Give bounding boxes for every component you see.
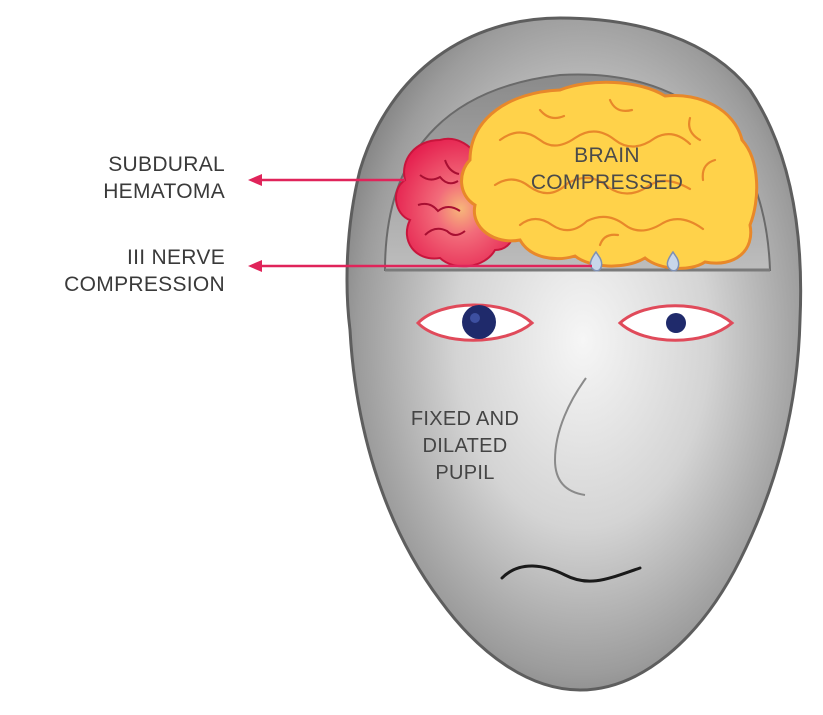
label-line: COMPRESSED bbox=[512, 169, 702, 196]
label-fixed-dilated-pupil: FIXED AND DILATED PUPIL bbox=[380, 406, 550, 487]
label-subdural-hematoma: SUBDURAL HEMATOMA bbox=[103, 151, 225, 205]
label-line: DILATED bbox=[380, 433, 550, 460]
label-brain-compressed: BRAIN COMPRESSED bbox=[512, 142, 702, 196]
label-line: PUPIL bbox=[380, 460, 550, 487]
label-line: SUBDURAL bbox=[103, 151, 225, 178]
label-nerve-compression: III NERVE COMPRESSION bbox=[64, 244, 225, 298]
label-line: BRAIN bbox=[512, 142, 702, 169]
label-line: III NERVE bbox=[64, 244, 225, 271]
label-line: HEMATOMA bbox=[103, 178, 225, 205]
label-line: COMPRESSION bbox=[64, 271, 225, 298]
label-line: FIXED AND bbox=[380, 406, 550, 433]
